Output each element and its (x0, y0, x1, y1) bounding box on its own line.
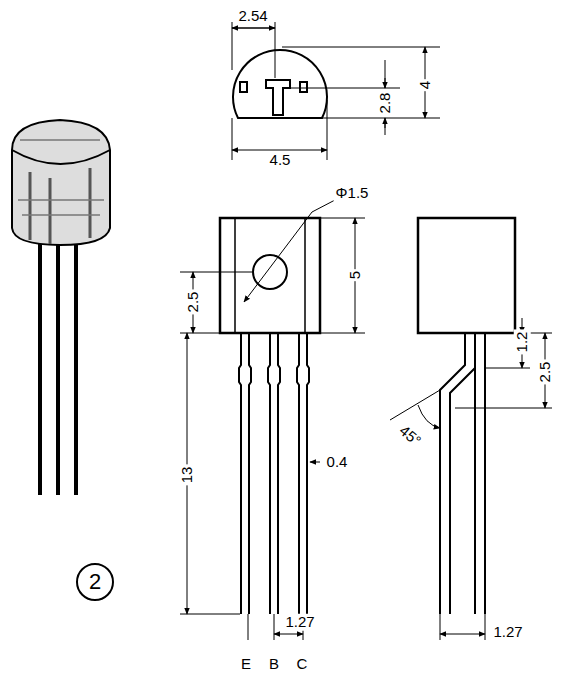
dimension: 1.27 (283, 614, 316, 631)
dimension: 0.4 (325, 454, 350, 471)
dimension: 5 (347, 269, 364, 281)
pin-name: C (295, 656, 310, 673)
side-view (390, 218, 552, 640)
dimension: 13 (179, 465, 196, 486)
dimension: Φ1.5 (334, 185, 371, 202)
figure-number: 2 (89, 569, 101, 595)
dimension: 1.27 (491, 624, 524, 641)
dimension: 2.54 (236, 8, 269, 25)
lead (239, 333, 251, 614)
dimension: 4.5 (268, 152, 293, 169)
pin-name: E (239, 656, 253, 673)
figure-number-circle: 2 (76, 563, 114, 601)
lead (297, 333, 309, 614)
top-view (232, 22, 440, 160)
dimension: 1.2 (514, 330, 531, 355)
lead (268, 333, 280, 614)
dimension: 2.5 (537, 360, 554, 385)
dimension: 2.5 (185, 290, 202, 315)
angle-dimension: 45° (394, 421, 425, 451)
dimension: 2.8 (377, 91, 394, 116)
perspective-view (12, 120, 110, 495)
dimension: 4 (417, 79, 434, 91)
front-view (180, 200, 365, 640)
pin-name: B (267, 656, 281, 673)
